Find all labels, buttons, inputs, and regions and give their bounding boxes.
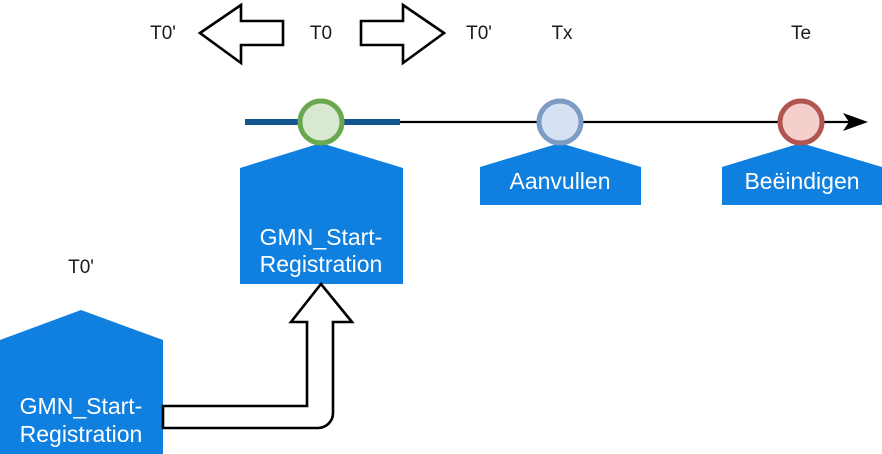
top-label-center-t0: T0	[310, 23, 332, 44]
top-label-left-t0prime: T0'	[150, 23, 176, 44]
elbow-up-arrow-icon	[161, 281, 355, 430]
node-beeindigen-label: Beëindigen	[744, 168, 859, 194]
node-gmn-start-registration-t0-line1: GMN_Start-	[260, 224, 383, 250]
node-aanvullen[interactable]	[480, 143, 641, 205]
bottom-node-label-t0prime: T0'	[68, 257, 94, 278]
node-gmn-start-registration-t0prime-line1: GMN_Start-	[20, 393, 143, 419]
timeline-label-tx: Tx	[551, 23, 573, 44]
node-gmn-start-registration-t0prime[interactable]	[0, 310, 163, 454]
node-aanvullen-label: Aanvullen	[509, 168, 610, 194]
top-label-right-t0prime: T0'	[466, 23, 492, 44]
arrow-right-icon	[359, 2, 447, 66]
node-gmn-start-registration-t0-line2: Registration	[260, 251, 383, 277]
node-gmn-start-registration-t0[interactable]	[240, 143, 403, 284]
arrow-left-icon	[197, 2, 285, 66]
timeline-label-te: Te	[791, 23, 811, 44]
circle-marker-blue[interactable]	[536, 98, 584, 146]
circle-marker-red[interactable]	[777, 98, 825, 146]
timeline-arrowhead-icon	[843, 113, 868, 131]
circle-marker-green[interactable]	[297, 98, 345, 146]
node-beeindigen[interactable]	[722, 143, 882, 205]
node-gmn-start-registration-t0prime-line2: Registration	[20, 421, 143, 447]
